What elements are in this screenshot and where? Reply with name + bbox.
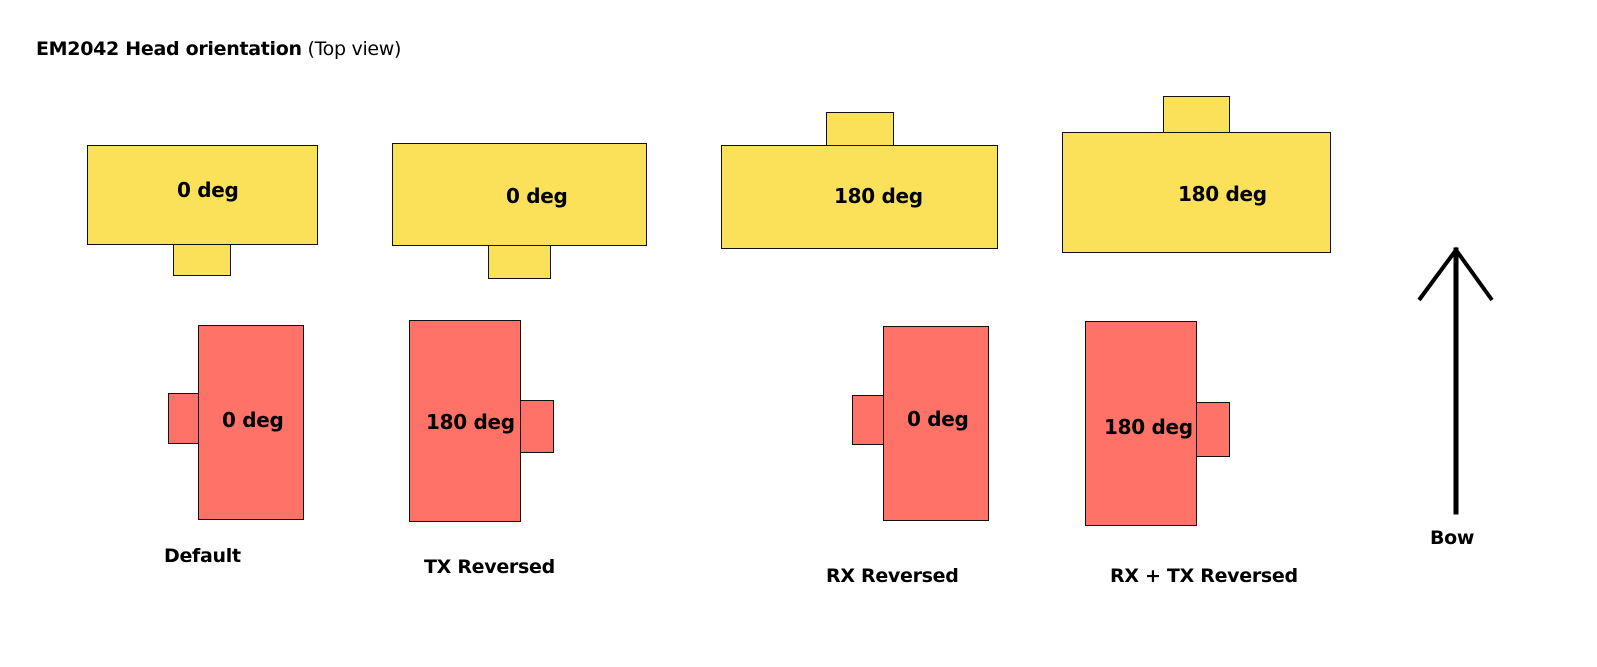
rx-head-tx-reversed [409, 320, 521, 522]
tx-connector-default [173, 240, 231, 276]
rx-head-rx-reversed [883, 326, 989, 521]
tx-angle-label-default: 0 deg [177, 178, 239, 202]
diagram-title: EM2042 Head orientation (Top view) [36, 38, 401, 60]
caption-rx-reversed: RX Reversed [826, 565, 959, 587]
rx-connector-rx-reversed [852, 395, 887, 445]
diagram-title-sub: (Top view) [307, 38, 402, 60]
tx-connector-tx-reversed [488, 242, 551, 279]
rx-connector-tx-reversed [517, 400, 554, 453]
bow-arrow-head [1417, 246, 1494, 302]
tx-angle-label-rx-tx-reversed: 180 deg [1178, 182, 1267, 206]
rx-head-rx-tx-reversed [1085, 321, 1197, 526]
rx-angle-label-rx-tx-reversed: 180 deg [1104, 415, 1193, 439]
caption-default: Default [164, 545, 241, 567]
diagram-title-main: EM2042 Head orientation [36, 38, 302, 60]
tx-angle-label-tx-reversed: 0 deg [506, 184, 568, 208]
caption-rx-tx-reversed: RX + TX Reversed [1110, 565, 1298, 587]
rx-angle-label-rx-reversed: 0 deg [907, 407, 969, 431]
bow-label: Bow [1430, 527, 1475, 549]
rx-angle-label-default: 0 deg [222, 408, 284, 432]
rx-connector-rx-tx-reversed [1193, 402, 1230, 457]
tx-head-rx-reversed [721, 145, 998, 249]
tx-head-default [87, 145, 318, 245]
rx-angle-label-tx-reversed: 180 deg [426, 410, 515, 434]
tx-head-rx-tx-reversed [1062, 132, 1331, 253]
tx-connector-rx-tx-reversed [1163, 96, 1230, 136]
tx-connector-rx-reversed [826, 112, 894, 149]
tx-head-tx-reversed [392, 143, 647, 246]
rx-head-default [198, 325, 304, 520]
caption-tx-reversed: TX Reversed [424, 556, 555, 578]
tx-angle-label-rx-reversed: 180 deg [834, 184, 923, 208]
bow-arrow-icon [1417, 246, 1494, 515]
rx-connector-default [168, 393, 202, 444]
